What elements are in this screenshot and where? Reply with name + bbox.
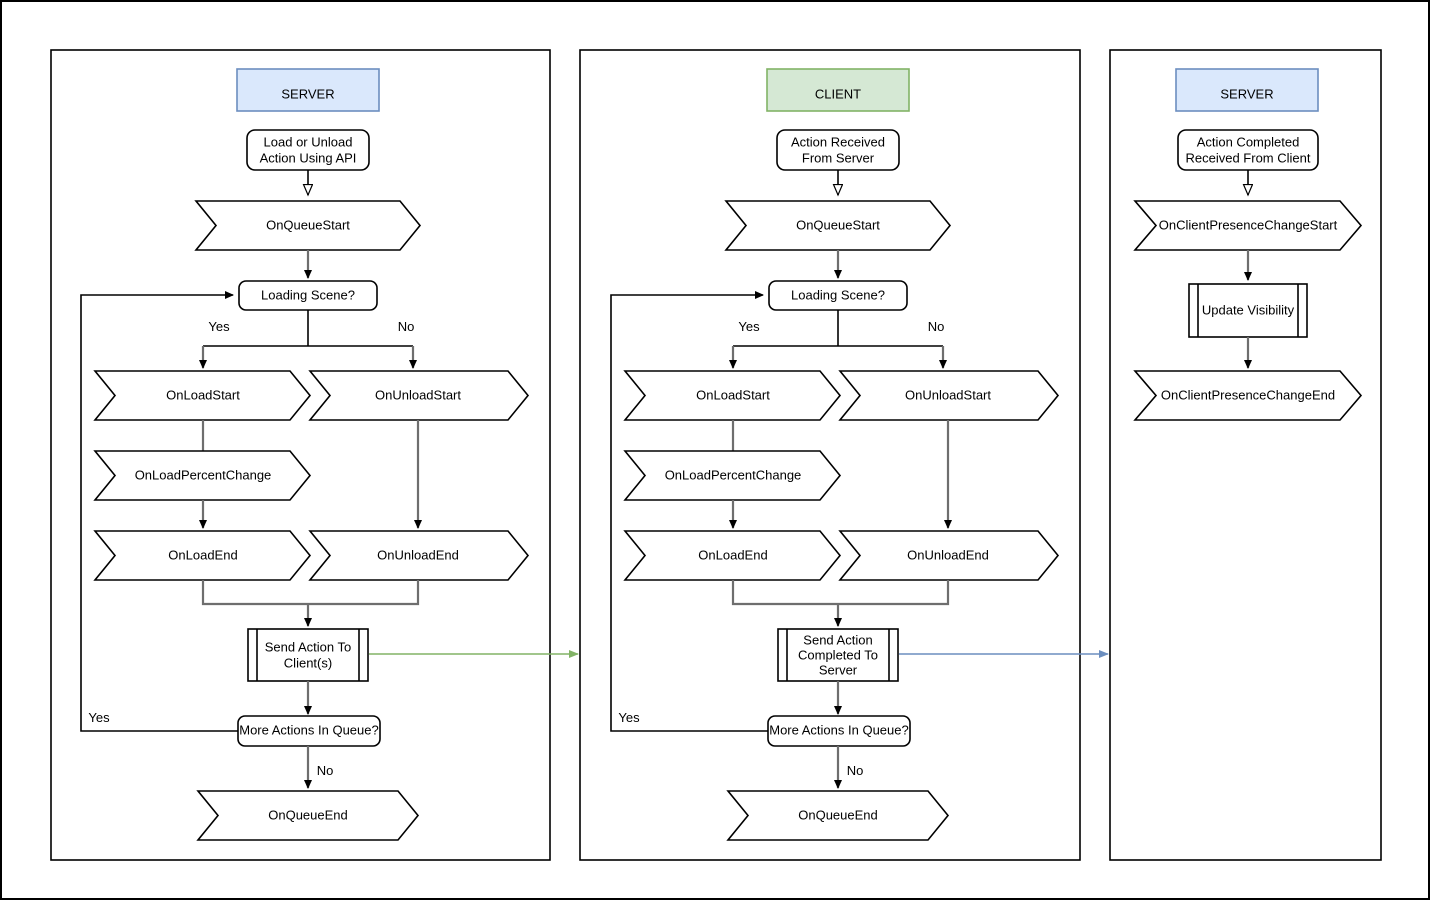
label-branch-no-c2: No — [928, 319, 945, 334]
edge-merge-ends-c2 — [731, 580, 950, 606]
node-start-terminator-c2-line1: Action Received — [791, 134, 885, 149]
node-onqueueend-c1 — [196, 790, 420, 841]
node-onloadstart-c1-label: OnLoadStart — [166, 387, 240, 402]
node-subprocess-send-action-c1 — [247, 628, 369, 682]
edge-merge-ends-c1 — [201, 580, 420, 606]
node-onqueuestart-c1 — [194, 200, 422, 251]
node-subprocess-send-action-c1-line1: Send Action To — [265, 639, 352, 654]
node-onunloadend-c2 — [838, 530, 1060, 581]
node-decision-loading-c1-label: Loading Scene? — [261, 287, 355, 302]
label-exit-no-c2: No — [847, 763, 864, 778]
node-onqueueend-c1-label: OnQueueEnd — [268, 807, 348, 822]
node-onloadstart-c1 — [93, 370, 312, 421]
node-subprocess-send-action-c1-line2: Client(s) — [284, 655, 332, 670]
node-start-terminator-c1-line1: Load or Unload — [264, 134, 353, 149]
node-subprocess-update-visibility-c3-label: Update Visibility — [1202, 302, 1295, 317]
label-loop-yes-c1: Yes — [88, 710, 110, 725]
node-onunloadend-c1 — [308, 530, 530, 581]
edge-loopback-more-to-loading-c1 — [80, 291, 238, 732]
node-start-terminator-c2-line2: From Server — [802, 150, 875, 165]
node-onunloadstart-c1 — [308, 370, 530, 421]
node-start-terminator-c1-line2: Action Using API — [260, 150, 357, 165]
lane-header-box-client — [766, 68, 910, 112]
node-onloadend-c1 — [93, 530, 312, 581]
node-onqueueend-c2-label: OnQueueEnd — [798, 807, 878, 822]
label-branch-no-c1: No — [398, 319, 415, 334]
node-onqueuestart-c2-label: OnQueueStart — [796, 217, 880, 232]
node-onunloadstart-c2-label: OnUnloadStart — [905, 387, 991, 402]
lane-header-box-server-left — [236, 68, 380, 112]
node-onloadpercentchange-c1-label: OnLoadPercentChange — [135, 467, 272, 482]
node-decision-more-actions-c1-label: More Actions In Queue? — [239, 722, 378, 737]
node-onclientpresencechangeend-c3 — [1133, 370, 1363, 421]
node-subprocess-send-completed-c2-line1: Send Action — [803, 632, 872, 647]
node-onqueueend-c2 — [726, 790, 950, 841]
node-onloadstart-c2 — [623, 370, 842, 421]
node-start-terminator-c3-line2: Received From Client — [1186, 150, 1311, 165]
node-onclientpresencechangestart-c3 — [1133, 200, 1363, 251]
node-onunloadend-c1-label: OnUnloadEnd — [377, 547, 459, 562]
node-onclientpresencechangeend-c3-label: OnClientPresenceChangeEnd — [1161, 387, 1335, 402]
node-onloadpercentchange-c2 — [623, 450, 842, 501]
lane-header-label-server-left: SERVER — [281, 86, 334, 101]
node-onunloadstart-c2 — [838, 370, 1060, 421]
node-onloadend-c2-label: OnLoadEnd — [698, 547, 767, 562]
node-onloadpercentchange-c1 — [93, 450, 312, 501]
node-decision-more-actions-c2-label: More Actions In Queue? — [769, 722, 908, 737]
node-onloadpercentchange-c2-label: OnLoadPercentChange — [665, 467, 802, 482]
lane-header-label-client: CLIENT — [815, 86, 861, 101]
node-subprocess-send-completed-c2-line3: Server — [819, 662, 858, 677]
label-branch-yes-c1: Yes — [208, 319, 230, 334]
node-start-terminator-c3-line1: Action Completed — [1197, 134, 1300, 149]
node-onloadend-c1-label: OnLoadEnd — [168, 547, 237, 562]
node-onclientpresencechangestart-c3-label: OnClientPresenceChangeStart — [1159, 217, 1338, 232]
label-loop-yes-c2: Yes — [618, 710, 640, 725]
lane-header-label-server-right: SERVER — [1220, 86, 1273, 101]
node-onqueuestart-c2 — [724, 200, 952, 251]
edge-loopback-more-to-loading-c2 — [610, 291, 768, 732]
node-onunloadstart-c1-label: OnUnloadStart — [375, 387, 461, 402]
label-branch-yes-c2: Yes — [738, 319, 760, 334]
node-subprocess-send-completed-c2-line2: Completed To — [798, 647, 878, 662]
label-exit-no-c1: No — [317, 763, 334, 778]
node-onqueuestart-c1-label: OnQueueStart — [266, 217, 350, 232]
node-subprocess-send-completed-c2 — [777, 628, 899, 682]
lane-header-box-server-right — [1175, 68, 1319, 112]
node-onloadend-c2 — [623, 530, 842, 581]
node-onunloadend-c2-label: OnUnloadEnd — [907, 547, 989, 562]
lane-server-right — [1109, 49, 1382, 861]
node-decision-loading-c2-label: Loading Scene? — [791, 287, 885, 302]
node-onloadstart-c2-label: OnLoadStart — [696, 387, 770, 402]
